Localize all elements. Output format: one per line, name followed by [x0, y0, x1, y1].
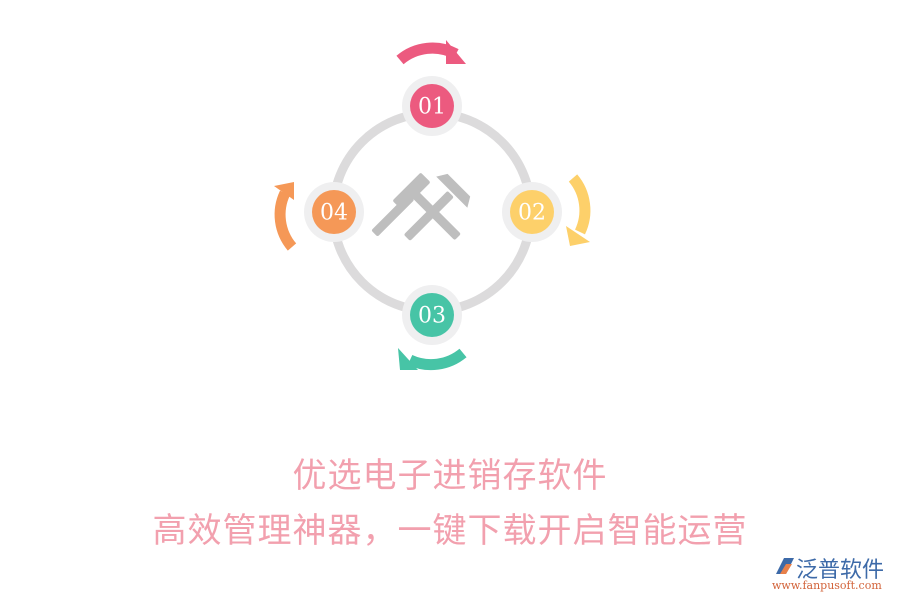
- step-node-01: 01: [402, 76, 462, 136]
- step-node-02: 02: [502, 182, 562, 242]
- brand-mark-icon: [776, 558, 794, 574]
- step-label: 02: [518, 201, 546, 226]
- brand-logo: 泛普软件 www.fanpusoft.com: [772, 552, 900, 598]
- headline-line-2: 高效管理神器，一键下载开启智能运营: [152, 511, 748, 551]
- arrow-bottom-icon: [398, 348, 467, 371]
- step-node-04: 04: [304, 182, 364, 242]
- brand-name: 泛普软件: [796, 558, 885, 583]
- headline-line-1: 优选电子进销存软件: [292, 456, 608, 496]
- arrow-right-icon: [566, 174, 591, 246]
- arrow-top-icon: [396, 40, 466, 65]
- step-label: 03: [418, 304, 446, 329]
- arrow-left-icon: [274, 182, 297, 251]
- step-label: 01: [418, 95, 446, 120]
- step-label: 04: [320, 201, 348, 226]
- hammer-pick-crossed-icon: [372, 173, 471, 241]
- brand-url: www.fanpusoft.com: [772, 579, 882, 592]
- step-node-03: 03: [402, 285, 462, 345]
- cycle-diagram: 01 02 03 04: [274, 40, 591, 371]
